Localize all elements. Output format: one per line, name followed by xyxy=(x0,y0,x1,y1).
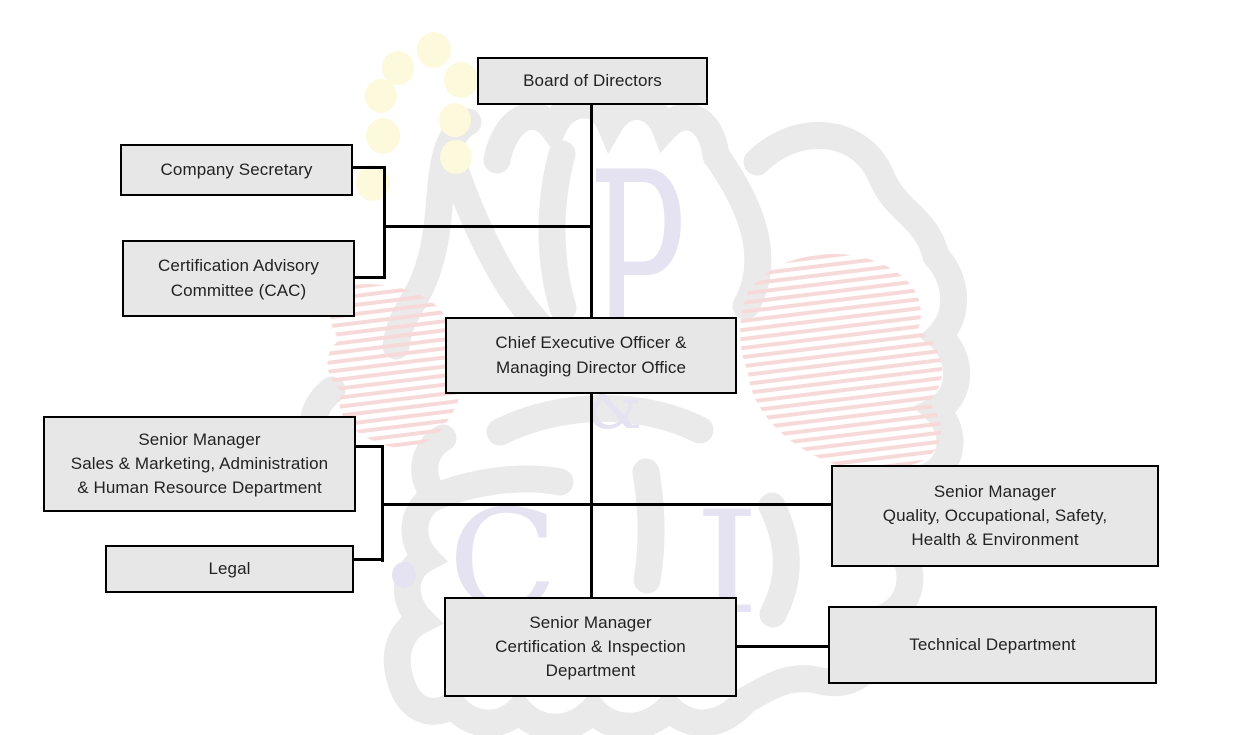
node-label-line: Quality, Occupational, Safety, xyxy=(882,505,1108,525)
node-ceo-managing-director: Chief Executive Officer & Managing Direc… xyxy=(445,317,737,394)
connector-sm-sales xyxy=(356,445,384,448)
connector-legal xyxy=(354,558,384,561)
grape-cluster xyxy=(356,32,478,201)
node-certification-advisory-committee: Certification Advisory Committee (CAC) xyxy=(122,240,355,317)
connector-board-ceo xyxy=(590,105,593,317)
node-company-secretary: Company Secretary xyxy=(120,144,353,196)
connector-bracket-secretary-cac xyxy=(383,166,386,279)
node-label-line: Senior Manager xyxy=(138,429,261,449)
node-technical-department: Technical Department xyxy=(828,606,1157,684)
maple-leaf-outline xyxy=(299,91,971,735)
connector-ceo-smcert xyxy=(590,394,593,597)
node-label-line: Committee (CAC) xyxy=(170,280,307,300)
pink-striped-lobe-right xyxy=(740,253,943,471)
node-label-line: Chief Executive Officer & xyxy=(495,333,687,353)
node-label-line: Certification & Inspection xyxy=(495,636,686,656)
node-board-of-directors: Board of Directors xyxy=(477,57,708,105)
node-label-line: Board of Directors xyxy=(523,70,662,90)
node-label-line: Senior Manager xyxy=(529,612,652,632)
node-sm-sales-marketing-admin-hr: Senior Manager Sales & Marketing, Admini… xyxy=(43,416,356,512)
node-label-line: Technical Department xyxy=(909,634,1076,654)
connector-bracket-to-trunk xyxy=(383,225,593,228)
node-label-line: Health & Environment xyxy=(911,530,1079,550)
connector-trunk-to-sm-quality xyxy=(381,503,831,506)
node-label-line: Company Secretary xyxy=(160,159,313,179)
pink-striped-lobe-left xyxy=(327,284,464,448)
logo-dot xyxy=(392,562,416,588)
node-label-line: Department xyxy=(545,661,636,681)
node-label-line: Senior Manager xyxy=(933,481,1057,501)
connector-company-secretary xyxy=(353,166,386,169)
node-label-line: Certification Advisory xyxy=(158,256,319,276)
connector-cac xyxy=(355,276,386,279)
node-label-line: & Human Resource Department xyxy=(77,478,322,498)
node-label-line: Legal xyxy=(208,558,251,578)
connector-smcert-technical xyxy=(737,645,828,648)
node-sm-certification-inspection: Senior Manager Certification & Inspectio… xyxy=(444,597,737,697)
node-sm-quality-oshe: Senior Manager Quality, Occupational, Sa… xyxy=(831,465,1159,567)
node-label-line: Sales & Marketing, Administration xyxy=(70,453,329,473)
node-label-line: Managing Director Office xyxy=(495,357,687,377)
node-legal: Legal xyxy=(105,545,354,593)
